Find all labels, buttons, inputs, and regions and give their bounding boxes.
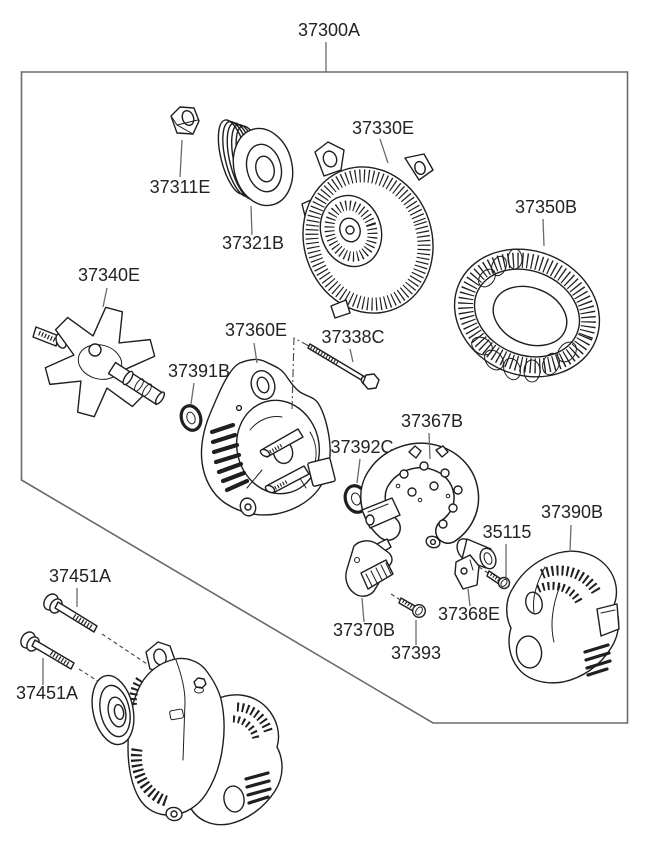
- leader-rear-cover: [569, 524, 572, 553]
- label-bolt-lower: 37451A: [16, 683, 78, 703]
- leader-stator: [542, 218, 545, 247]
- label-pulley-nut: 37311E: [150, 177, 211, 197]
- leader-rectifier: [428, 432, 431, 460]
- stator-drawing: [453, 248, 601, 383]
- through-bolt-axis: [291, 337, 310, 411]
- label-pulley: 37321B: [222, 233, 284, 253]
- bolt-upper-axis: [101, 633, 148, 665]
- label-rear-bearing: 37392C: [330, 437, 393, 457]
- front-bracket-drawing: [301, 141, 434, 319]
- leader-front-bracket: [379, 138, 389, 164]
- label-rectifier: 37367B: [401, 411, 463, 431]
- leader-brush-holder: [467, 588, 471, 607]
- label-brush-holder: 37368E: [438, 604, 500, 624]
- leader-rear-bearing: [356, 458, 361, 484]
- label-screw: 37393: [391, 643, 441, 663]
- label-regulator: 37370B: [333, 620, 395, 640]
- rear-cover-drawing: [506, 550, 620, 684]
- rear-bracket-drawing: [200, 358, 336, 517]
- label-cap: 35115: [483, 522, 532, 542]
- mounting-bolt-upper-drawing: [43, 593, 98, 633]
- label-front-bracket: 37330E: [352, 118, 414, 138]
- label-rear-bracket: 37360E: [225, 320, 287, 340]
- label-rotor: 37340E: [78, 265, 140, 285]
- label-stator: 37350B: [515, 197, 577, 217]
- through-bolt-drawing: [307, 343, 380, 390]
- mounting-bolt-lower-drawing: [20, 631, 75, 670]
- leader-rotor: [102, 287, 108, 308]
- screw-drawing: [398, 597, 427, 619]
- brush-holder-drawing: [454, 538, 511, 590]
- label-rear-cover: 37390B: [541, 502, 603, 522]
- front-bearing-drawing: [179, 404, 203, 432]
- leader-regulator: [361, 597, 365, 623]
- diagram-boundary: [20, 71, 629, 724]
- leader-front-bearing: [190, 382, 195, 405]
- rectifier-drawing: [360, 442, 480, 549]
- label-front-bearing: 37391B: [168, 361, 230, 381]
- assembled-alternator-drawing: [91, 641, 283, 826]
- label-bolt-upper: 37451A: [49, 566, 111, 586]
- regulator-drawing: [345, 538, 394, 597]
- pulley-nut-drawing: [170, 106, 200, 135]
- leader-through-bolt: [349, 348, 354, 363]
- label-assembly: 37300A: [298, 20, 360, 40]
- rotor-drawing: [32, 306, 166, 418]
- leader-rear-bracket: [253, 342, 258, 364]
- leader-pulley-nut: [179, 139, 183, 178]
- pulley-drawing: [217, 119, 294, 207]
- label-through-bolt: 37338C: [321, 327, 384, 347]
- leader-pulley: [250, 205, 253, 236]
